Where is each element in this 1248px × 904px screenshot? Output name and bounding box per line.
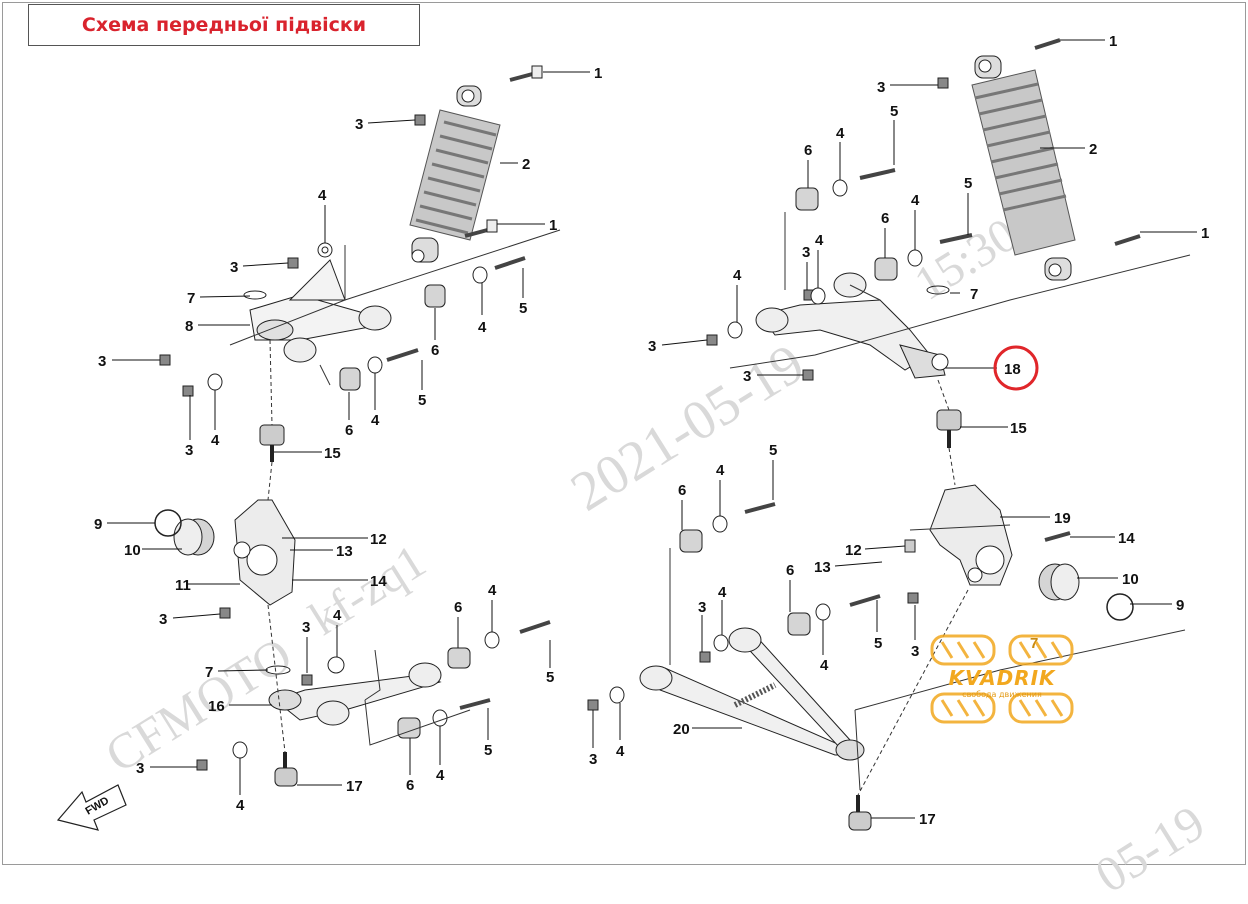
part-label: 3 [877, 79, 885, 96]
part-label: 11 [175, 577, 191, 594]
part-label: 5 [769, 442, 777, 459]
part-label: 6 [431, 342, 439, 359]
part-label: 2 [1089, 141, 1097, 158]
part-label: 3 [355, 116, 363, 133]
part-label: 3 [230, 259, 238, 276]
part-label: 3 [159, 611, 167, 628]
part-label: 3 [185, 442, 193, 459]
part-label: 3 [589, 751, 597, 768]
tire-tread-icon [930, 634, 1074, 724]
part-label: 2 [522, 156, 530, 173]
part-label: 5 [484, 742, 492, 759]
logo-tagline: свобода движения [962, 690, 1042, 699]
part-label: 4 [733, 267, 742, 284]
left-shock-absorber [409, 85, 501, 263]
part-label: 7 [970, 286, 978, 303]
fwd-arrow-icon: FWD [56, 784, 127, 831]
front-suspension-diagram: FWD 1 2 3 1 4 3 7 8 3 3 4 6 4 5 6 4 5 15… [56, 33, 1209, 831]
part-label: 5 [964, 175, 972, 192]
part-label: 3 [136, 760, 144, 777]
part-label: 12 [370, 531, 387, 548]
part-label: 1 [549, 217, 557, 234]
part-label: 9 [94, 516, 102, 533]
part-label: 4 [716, 462, 725, 479]
part-label: 1 [594, 65, 602, 82]
part-label: 4 [815, 232, 824, 249]
part-label: 8 [185, 318, 193, 335]
diagram-title-box: Схема передньої підвіски [28, 4, 420, 46]
part-label: 19 [1054, 510, 1071, 527]
part-label: 7 [1030, 635, 1038, 652]
part-label: 5 [890, 103, 898, 120]
part-label: 6 [804, 142, 812, 159]
part-label: 14 [1118, 530, 1135, 547]
part-label: 4 [718, 584, 727, 601]
part-label: 3 [648, 338, 656, 355]
part-label: 3 [302, 619, 310, 636]
part-label: 6 [678, 482, 686, 499]
part-label: 6 [406, 777, 414, 794]
part-label: 12 [845, 542, 862, 559]
part-label: 3 [98, 353, 106, 370]
part-label: 17 [346, 778, 363, 795]
part-label: 4 [820, 657, 829, 674]
part-label: 4 [488, 582, 497, 599]
diagram-frame [2, 2, 1246, 865]
part-label: 5 [874, 635, 882, 652]
assembly-axes [267, 339, 969, 796]
part-label: 4 [616, 743, 625, 760]
part-label: 3 [698, 599, 706, 616]
part-label: 6 [786, 562, 794, 579]
part-labels: 1 2 3 1 4 3 7 8 3 3 4 6 4 5 6 4 5 15 9 1… [94, 33, 1209, 828]
part-label: 16 [208, 698, 225, 715]
part-label: 20 [673, 721, 690, 738]
part-label: 6 [345, 422, 353, 439]
right-shock-absorber [971, 55, 1076, 281]
part-label: 10 [124, 542, 141, 559]
highlight-circle [993, 345, 1039, 391]
part-label: 9 [1176, 597, 1184, 614]
part-label: 4 [436, 767, 445, 784]
part-label: 13 [814, 559, 831, 576]
leader-lines [107, 39, 1197, 819]
right-assembly [587, 38, 1191, 831]
part-label: 3 [911, 643, 919, 660]
kvadrik-logo: KVADRIK свобода движения [928, 632, 1076, 724]
left-assembly [154, 65, 561, 787]
diagram-title: Схема передньої підвіски [81, 14, 367, 36]
part-label: 4 [911, 192, 920, 209]
part-label: 5 [519, 300, 527, 317]
part-label: 13 [336, 543, 353, 560]
part-label: 4 [478, 319, 487, 336]
part-label: 3 [802, 244, 810, 261]
part-label: 1 [1109, 33, 1117, 50]
part-label: 4 [333, 607, 342, 624]
part-label: 4 [371, 412, 380, 429]
part-label: 3 [743, 368, 751, 385]
part-label: 14 [370, 573, 387, 590]
part-label: 6 [454, 599, 462, 616]
part-label: 4 [318, 187, 327, 204]
part-label: 5 [418, 392, 426, 409]
part-label: 15 [1010, 420, 1027, 437]
part-label: 6 [881, 210, 889, 227]
part-label: 5 [546, 669, 554, 686]
part-label: 4 [836, 125, 845, 142]
part-label: 7 [187, 290, 195, 307]
part-label: 1 [1201, 225, 1209, 242]
part-label: 15 [324, 445, 341, 462]
part-label: 4 [236, 797, 245, 814]
part-label: 10 [1122, 571, 1139, 588]
logo-brand: KVADRIK [948, 666, 1056, 690]
part-label: 17 [919, 811, 936, 828]
part-label: 7 [205, 664, 213, 681]
part-label: 4 [211, 432, 220, 449]
part-label: 18 [1004, 361, 1021, 378]
